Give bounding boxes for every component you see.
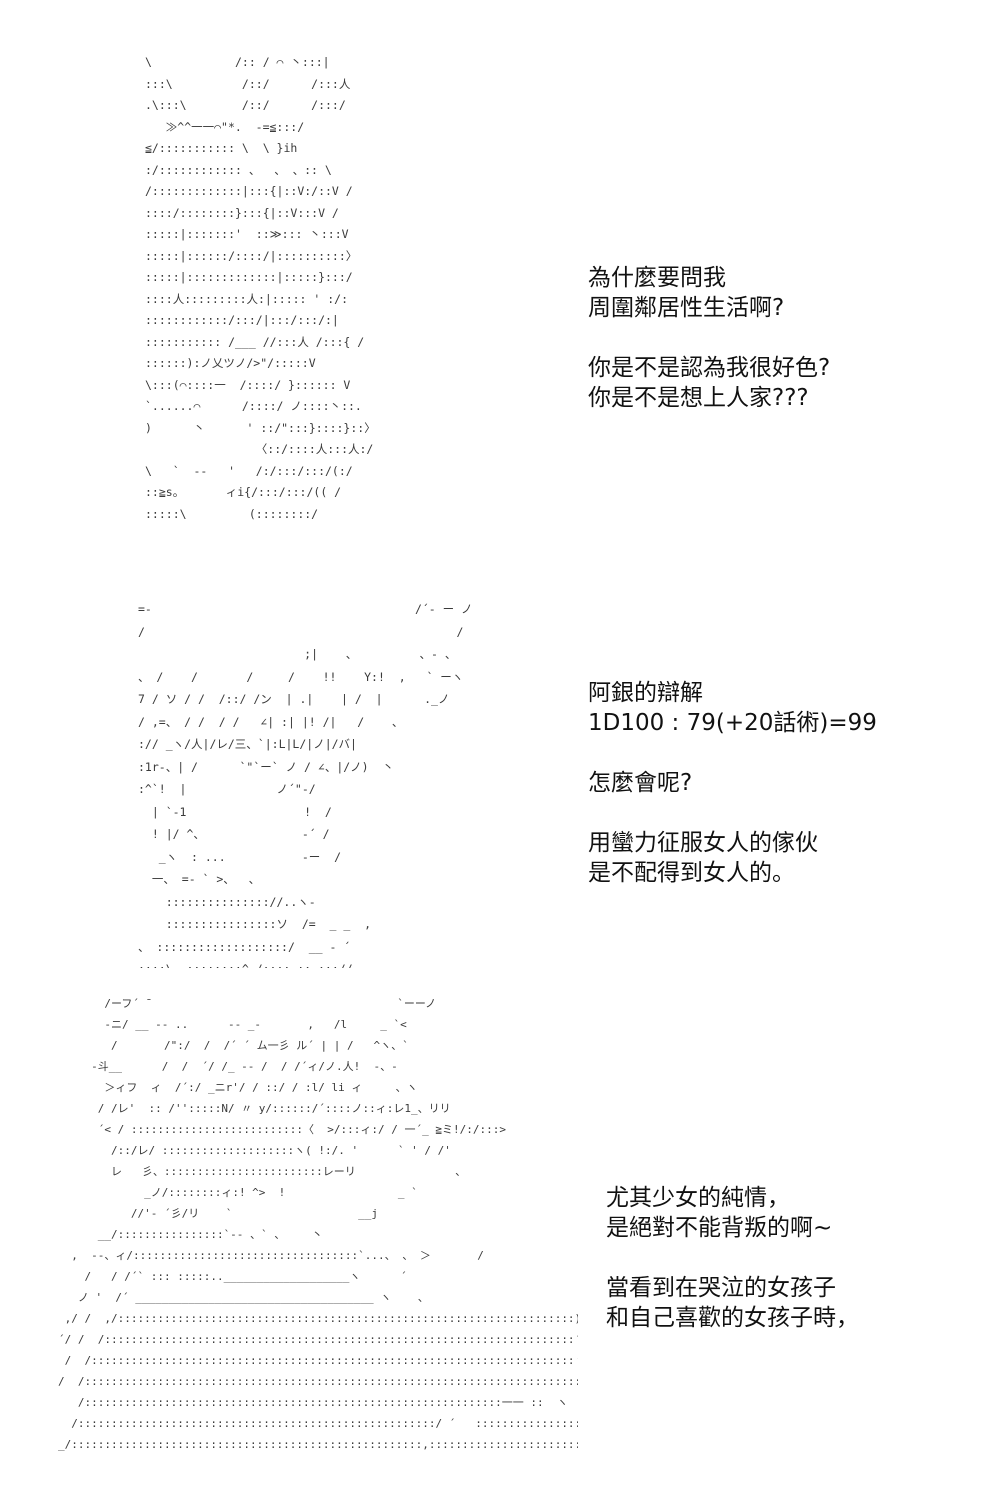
line-gap [588, 738, 877, 768]
dialogue-line: 你是不是認為我很好色? [588, 355, 831, 381]
ascii-art-gintoki-bust: /ーフ´ ̄ `ーーノ -ニ/ __ -- .. -- _- , /l _ `<… [58, 997, 578, 1451]
dialogue-block-1: 為什麼要問我 周圍鄰居性生活啊? 你是不是認為我很好色? 你是不是想上人家??? [588, 263, 830, 413]
dialogue-line: 是絕對不能背叛的啊~ [606, 1215, 833, 1241]
dialogue-line: 為什麼要問我 [588, 265, 726, 291]
dialogue-line: 阿銀的辯解 [588, 680, 703, 706]
dialogue-line: 你是不是想上人家??? [588, 385, 809, 411]
dialogue-line: 當看到在哭泣的女孩子 [606, 1275, 836, 1301]
line-gap [606, 1243, 859, 1273]
dialogue-line: 是不配得到女人的。 [588, 860, 795, 886]
panel-1: \ /:: / ⌒ 丶:::| :::\ /::/ /:::人 .\:::\ /… [0, 40, 1000, 570]
ascii-art-rabbit-ears-girl: \ /:: / ⌒ 丶:::| :::\ /::/ /:::人 .\:::\ /… [145, 55, 376, 521]
panel-2: =- /´- ー ノ / / ;| 、 、- 、 、 / / / / !! Y:… [0, 590, 1000, 970]
dialogue-line: 和自己喜歡的女孩子時， [606, 1305, 859, 1331]
dialogue-block-3: 尤其少女的純情， 是絕對不能背叛的啊~ 當看到在哭泣的女孩子 和自己喜歡的女孩子… [606, 1183, 859, 1333]
line-gap [588, 798, 877, 828]
dialogue-line: 周圍鄰居性生活啊? [588, 295, 785, 321]
dice-roll-line: 1D100 : 79(+20話術)=99 [588, 710, 877, 736]
dialogue-line: 用蠻力征服女人的傢伙 [588, 830, 818, 856]
panel-3: /ーフ´ ̄ `ーーノ -ニ/ __ -- .. -- _- , /l _ `<… [0, 985, 1000, 1485]
line-gap [588, 323, 830, 353]
dialogue-block-2: 阿銀的辯解 1D100 : 79(+20話術)=99 怎麼會呢? 用蠻力征服女人… [588, 678, 877, 888]
ascii-art-gintoki-face: =- /´- ー ノ / / ;| 、 、- 、 、 / / / / !! Y:… [138, 602, 473, 968]
dialogue-line: 怎麼會呢? [588, 770, 693, 796]
dialogue-line: 尤其少女的純情， [606, 1185, 790, 1211]
